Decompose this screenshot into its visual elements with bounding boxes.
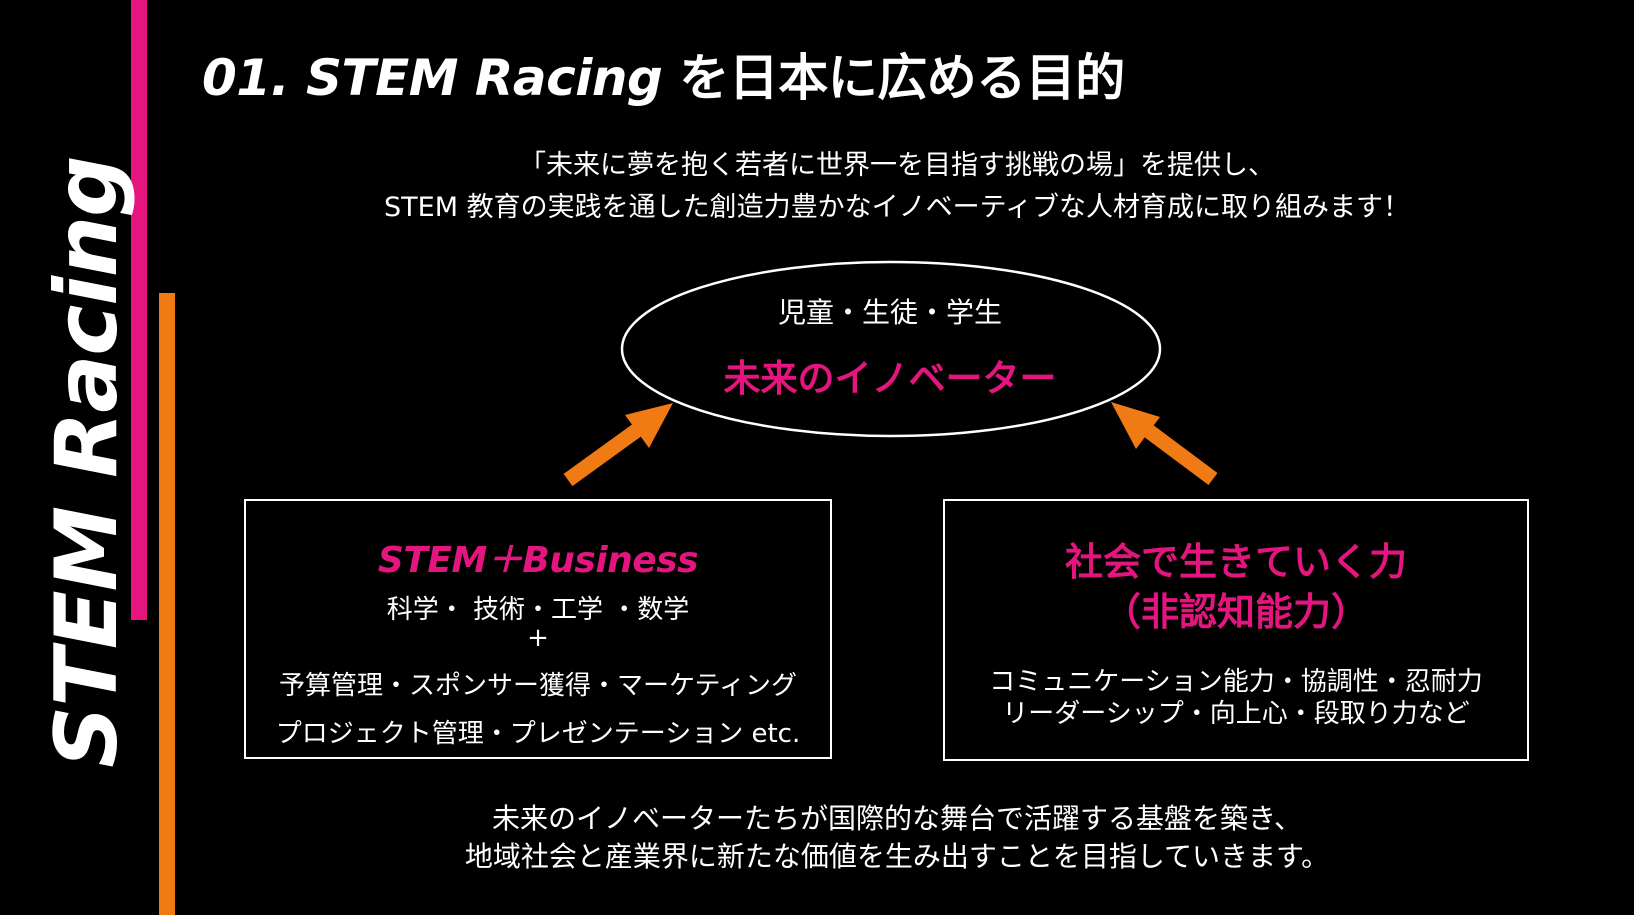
left-arrow bbox=[563, 403, 673, 487]
intro-line-1: 「未来に夢を抱く若者に世界一を目指す挑戦の場」を提供し、 bbox=[519, 150, 1275, 181]
business-skills-text: 予算管理・スポンサー獲得・マーケティング bbox=[279, 671, 797, 701]
page-title-suffix: を日本に広める目的 bbox=[662, 49, 1125, 107]
orange-accent-bar bbox=[159, 293, 175, 915]
pink-accent-bar bbox=[131, 0, 147, 620]
life-skills-heading: 社会で生きていく力 bbox=[1064, 540, 1407, 584]
life-skills-box: 社会で生きていく力 （非認知能力） コミュニケーション能力・協調性・忍耐力 リー… bbox=[943, 499, 1529, 761]
stem-business-box: STEM＋Business 科学・ 技術・工学 ・数学 + 予算管理・スポンサー… bbox=[244, 499, 832, 759]
stem-business-heading: STEM＋Business bbox=[377, 540, 699, 581]
outro-line-1: 未来のイノベーターたちが国際的な舞台で活躍する基盤を築き、 bbox=[491, 802, 1303, 835]
life-skills-line-1: コミュニケーション能力・協調性・忍耐力 bbox=[989, 667, 1483, 697]
project-skills-text: プロジェクト管理・プレゼンテーション etc. bbox=[275, 719, 801, 749]
ellipse-title: 未来のイノベーター bbox=[723, 357, 1057, 400]
stem-subjects-text: 科学・ 技術・工学 ・数学 bbox=[386, 595, 690, 625]
innovator-ellipse bbox=[620, 260, 1162, 438]
outro-line-2: 地域社会と産業界に新たな価値を生み出すことを目指していきます。 bbox=[464, 840, 1330, 873]
non-cognitive-heading: （非認知能力） bbox=[1102, 590, 1369, 634]
intro-line-2: STEM 教育の実践を通した創造力豊かなイノベーティブな人材育成に取り組みます！ bbox=[384, 192, 1410, 223]
right-arrow bbox=[1111, 402, 1218, 486]
life-skills-line-2: リーダーシップ・向上心・段取り力など bbox=[1002, 699, 1470, 729]
plus-text: + bbox=[527, 623, 549, 653]
page-title: 01. STEM Racing を日本に広める目的 bbox=[202, 38, 1125, 110]
ellipse-subtitle: 児童・生徒・学生 bbox=[777, 296, 1002, 329]
page-title-prefix: 01. STEM Racing bbox=[202, 49, 663, 107]
